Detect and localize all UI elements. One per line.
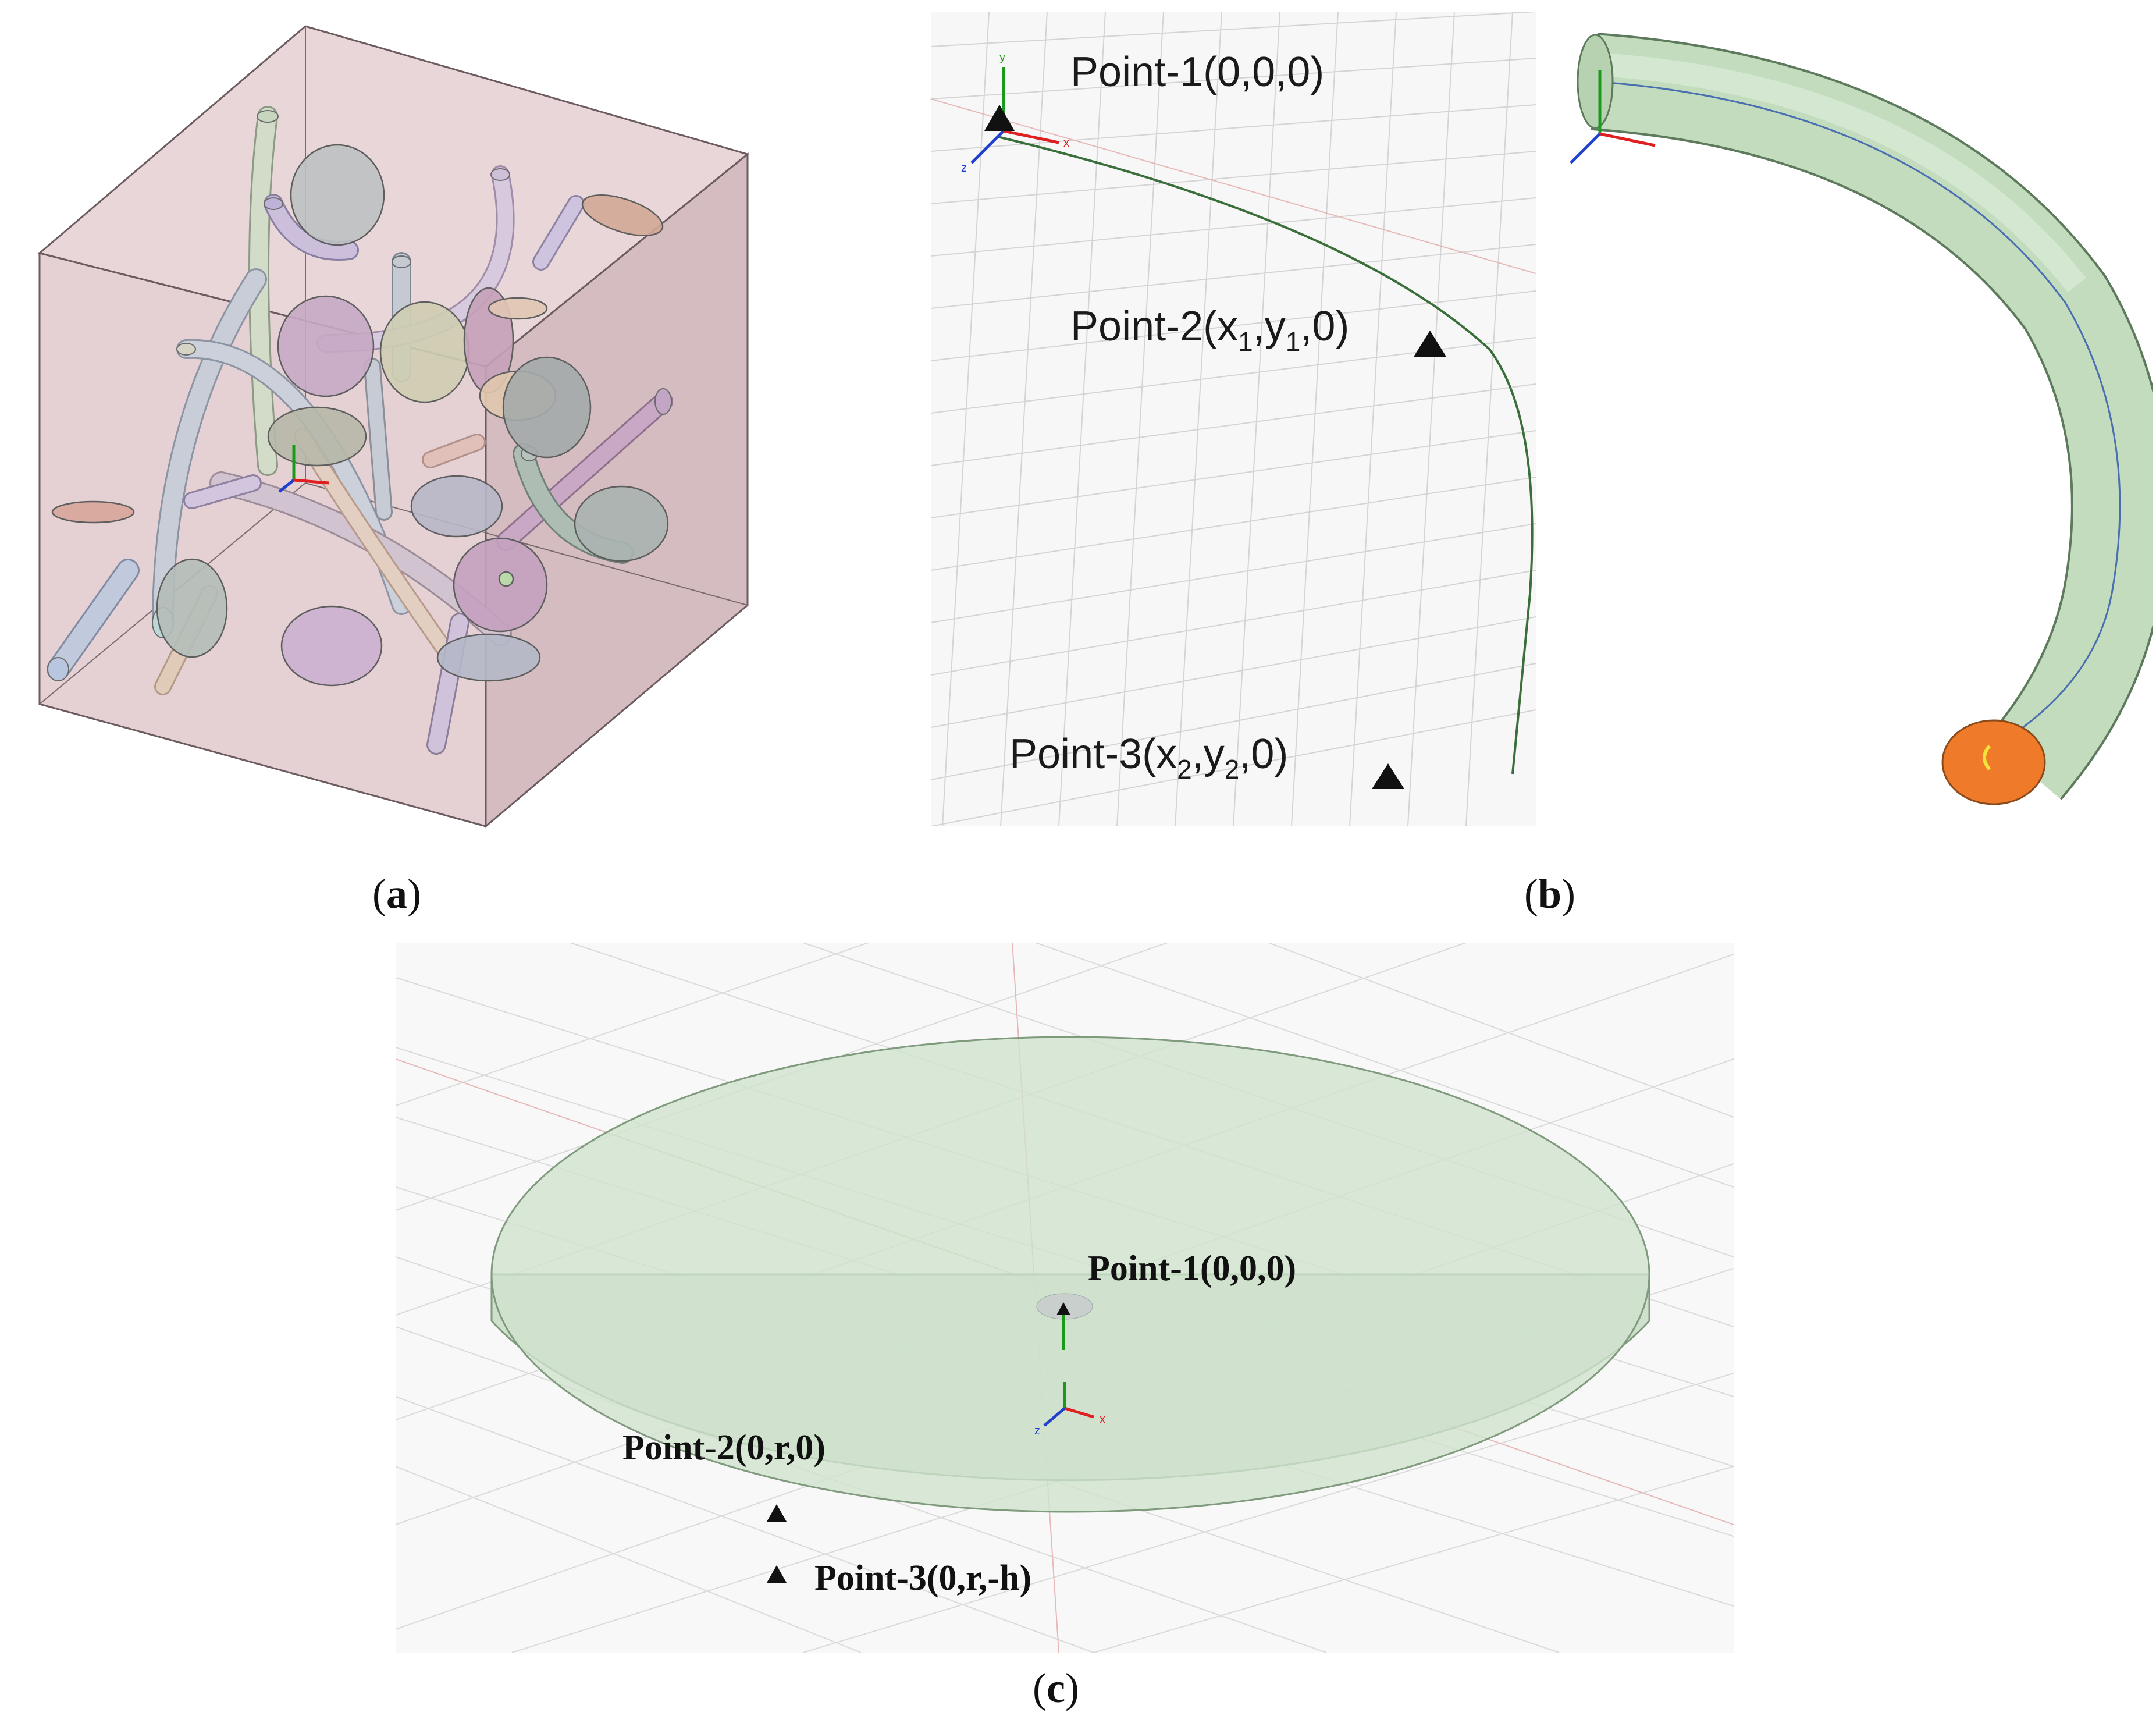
point-3-label-c: Point-3(0,r,-h): [814, 1558, 1031, 1598]
disc-top-face: [490, 1036, 1650, 1513]
point-1-label: Point-1(0,0,0): [1070, 49, 1324, 95]
panel-b-tube-svg: [1570, 33, 2153, 805]
panel-b-spline-sketch: y x z Point-1(0,0,0) Point-2(x1,y1,0) Po…: [931, 12, 1536, 826]
axis-label-x-c: x: [1100, 1413, 1105, 1426]
panel-c-disc-diagram: x z Point-1(0,0,0) Point-2(0,r,0) Point-…: [396, 943, 1734, 1653]
point-2-marker: [1414, 331, 1446, 357]
spline-curve: [997, 136, 1534, 775]
tube-end-cap: [1941, 719, 2046, 805]
point-2-marker-c: [767, 1504, 787, 1522]
panel-c-svg: x z Point-1(0,0,0) Point-2(0,r,0) Point-…: [396, 943, 1734, 1653]
tube-start-cap: [1577, 34, 1614, 129]
point-1-marker: [984, 105, 1015, 131]
point-3-marker-c: [767, 1565, 787, 1583]
panel-a-svg: [37, 25, 750, 829]
point-1-label-c: Point-1(0,0,0): [1088, 1249, 1296, 1288]
point-2-label: Point-2(x1,y1,0): [1070, 303, 1349, 357]
axis-label-y: y: [999, 51, 1005, 64]
caption-b: (b): [1524, 871, 1576, 917]
axis-triad-a: [278, 445, 329, 493]
axis-label-z-c: z: [1034, 1424, 1040, 1437]
axis-label-z: z: [961, 162, 967, 175]
point-3-label: Point-3(x2,y2,0): [1009, 731, 1288, 784]
caption-a: (a): [372, 871, 421, 917]
point-2-label-c: Point-2(0,r,0): [622, 1428, 826, 1468]
panel-b-sketch-svg: y x z Point-1(0,0,0) Point-2(x1,y1,0) Po…: [931, 12, 1536, 826]
point-3-marker: [1372, 763, 1404, 789]
axis-triad-c: x z: [1034, 1382, 1105, 1437]
panel-b-swept-tube: [1559, 12, 2153, 826]
sketch-grid: [931, 12, 1536, 826]
panel-a-cube-diagram: [23, 17, 780, 844]
tube-centerline: [1593, 80, 2121, 749]
disc-group: [51, 144, 669, 687]
axis-label-x: x: [1063, 137, 1069, 150]
point-1-marker-c: [1056, 1302, 1070, 1315]
fiber-group: [47, 106, 673, 755]
caption-c: (c): [1033, 1665, 1079, 1711]
axis-triad-b2: [1570, 70, 1656, 164]
